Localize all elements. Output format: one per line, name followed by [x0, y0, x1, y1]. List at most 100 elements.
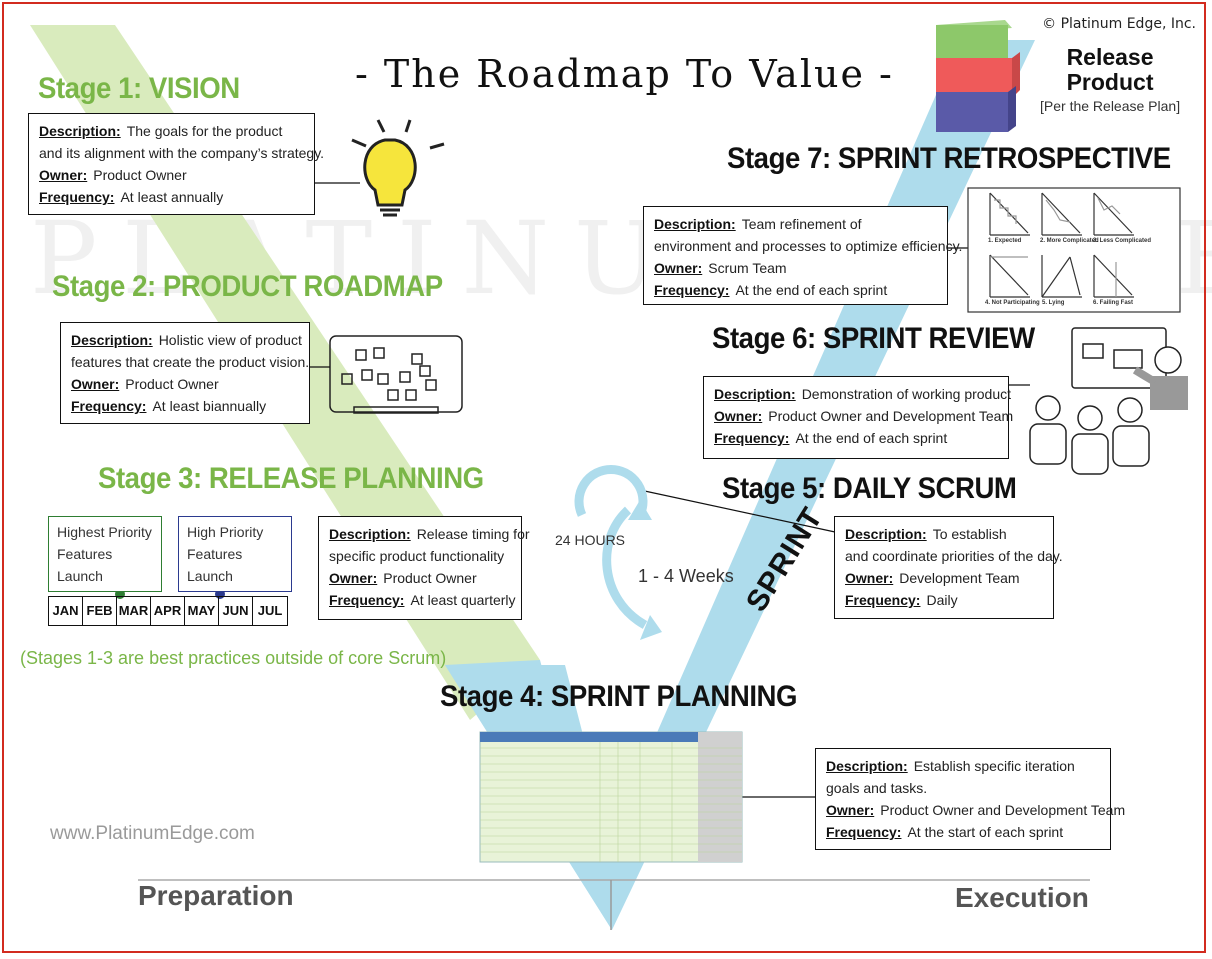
- connector-lines: [310, 182, 1030, 798]
- stage2-desc1: Holistic view of product: [158, 332, 302, 348]
- owner-label: Owner:: [826, 802, 875, 818]
- sprint-review-people-icon: [1029, 327, 1188, 475]
- stage7-box: Description: Team refinement of environme…: [643, 206, 963, 305]
- arrow-head-icon-2: [640, 615, 662, 640]
- stage4-box: Description: Establish specific iteration…: [815, 748, 1125, 850]
- stage4-title: Stage 4: SPRINT PLANNING: [440, 680, 798, 713]
- month-cell: MAY: [185, 597, 219, 625]
- stage7-desc2: environment and processes to optimize ef…: [654, 238, 963, 254]
- roadmap-board-icon: [329, 335, 463, 414]
- stage6-title: Stage 6: SPRINT REVIEW: [712, 322, 1035, 355]
- owner-label: Owner:: [71, 376, 120, 392]
- stage5-desc2: and coordinate priorities of the day.: [845, 548, 1063, 564]
- launch1-line2: Features Launch: [57, 546, 113, 584]
- month-timeline: JAN FEB MAR APR MAY JUN JUL: [48, 596, 288, 626]
- stage3-desc2: specific product functionality: [329, 548, 505, 564]
- launch1-line1: Highest Priority: [57, 524, 152, 540]
- footer-preparation: Preparation: [138, 880, 294, 911]
- retro-chart-label: 1. Expected: [988, 238, 1022, 244]
- stage4-desc2: goals and tasks.: [826, 780, 928, 796]
- month-cell: FEB: [83, 597, 117, 625]
- stage5-owner: Development Team: [899, 570, 1020, 586]
- retro-chart-label: 6. Failing Fast: [1093, 300, 1134, 306]
- month-cell: MAR: [117, 597, 151, 625]
- owner-label: Owner:: [714, 408, 763, 424]
- stage5-box: Description: To establish and coordinate …: [834, 516, 1063, 619]
- stage3-frequency: At least quarterly: [410, 592, 516, 608]
- stage4-desc1: Establish specific iteration: [913, 758, 1075, 774]
- frequency-label: Frequency:: [71, 398, 147, 414]
- stage4-owner: Product Owner and Development Team: [880, 802, 1126, 818]
- stage1-title: Stage 1: VISION: [38, 72, 240, 105]
- desc-label: Description:: [714, 386, 796, 402]
- website-link[interactable]: www.PlatinumEdge.com: [50, 823, 255, 844]
- stage1-frequency: At least annually: [120, 189, 224, 205]
- stage1-desc1: The goals for the product: [126, 123, 283, 139]
- desc-label: Description:: [845, 526, 927, 542]
- stage1-owner: Product Owner: [93, 167, 187, 183]
- stage7-frequency: At the end of each sprint: [735, 282, 888, 298]
- stage3-desc1: Release timing for: [416, 526, 530, 542]
- desc-label: Description:: [71, 332, 153, 348]
- desc-label: Description:: [329, 526, 411, 542]
- stage2-title: Stage 2: PRODUCT ROADMAP: [52, 270, 443, 303]
- retro-chart-label: 4. Not Participating: [985, 300, 1040, 306]
- stage2-frequency: At least biannually: [152, 398, 267, 414]
- stage2-owner: Product Owner: [125, 376, 219, 392]
- weeks-label: 1 - 4 Weeks: [638, 566, 734, 586]
- sprint-cycle-arrows: [574, 464, 648, 629]
- stage6-box: Description: Demonstration of working pro…: [703, 376, 1013, 459]
- stage7-desc1: Team refinement of: [741, 216, 862, 232]
- stage6-desc1: Demonstration of working product: [801, 386, 1012, 402]
- sprint-backlog-spreadsheet: [479, 731, 743, 863]
- stage2-box: Description: Holistic view of product fea…: [60, 322, 310, 424]
- launch2-line1: High Priority: [187, 524, 264, 540]
- stage2-desc2: features that create the product vision.: [71, 354, 310, 370]
- launch-high-priority: High Priority Features Launch: [178, 516, 292, 592]
- owner-label: Owner:: [654, 260, 703, 276]
- month-cell: JUL: [257, 603, 283, 618]
- footer-execution: Execution: [955, 882, 1089, 913]
- stage3-owner: Product Owner: [383, 570, 477, 586]
- release-line2: Product: [1066, 69, 1154, 95]
- owner-label: Owner:: [39, 167, 88, 183]
- stage3-box: Description: Release timing for specific …: [318, 516, 530, 620]
- owner-label: Owner:: [329, 570, 378, 586]
- copyright: © Platinum Edge, Inc.: [1042, 16, 1196, 32]
- stage1-desc2: and its alignment with the company’s str…: [39, 145, 325, 161]
- month-cell: APR: [151, 597, 185, 625]
- scrum-note: (Stages 1-3 are best practices outside o…: [20, 648, 447, 668]
- stage7-title: Stage 7: SPRINT RETROSPECTIVE: [727, 142, 1171, 175]
- stage4-frequency: At the start of each sprint: [907, 824, 1064, 840]
- frequency-label: Frequency:: [826, 824, 902, 840]
- stage5-desc1: To establish: [932, 526, 1007, 542]
- arrow-head-icon: [628, 500, 652, 520]
- frequency-label: Frequency:: [39, 189, 115, 205]
- release-line1: Release: [1066, 44, 1154, 70]
- stage7-owner: Scrum Team: [708, 260, 787, 276]
- stage6-frequency: At the end of each sprint: [795, 430, 948, 446]
- retro-chart-label: 3. Less Complicated: [1093, 238, 1152, 244]
- stage6-owner: Product Owner and Development Team: [768, 408, 1014, 424]
- desc-label: Description:: [39, 123, 121, 139]
- desc-label: Description:: [654, 216, 736, 232]
- launch2-line2: Features Launch: [187, 546, 243, 584]
- frequency-label: Frequency:: [654, 282, 730, 298]
- stage3-title: Stage 3: RELEASE PLANNING: [98, 462, 484, 495]
- launch-highest-priority: Highest Priority Features Launch: [48, 516, 162, 592]
- stage1-box: Description: The goals for the product an…: [28, 113, 325, 215]
- month-cell: JAN: [49, 597, 83, 625]
- frequency-label: Frequency:: [845, 592, 921, 608]
- retro-chart-label: 2. More Complicated: [1040, 238, 1099, 244]
- frequency-label: Frequency:: [714, 430, 790, 446]
- release-product-label: Release Product [Per the Release Plan]: [1040, 44, 1180, 115]
- retrospective-charts: [967, 187, 1181, 313]
- desc-label: Description:: [826, 758, 908, 774]
- stage5-frequency: Daily: [926, 592, 958, 608]
- lightbulb-icon: [351, 119, 445, 217]
- owner-label: Owner:: [845, 570, 894, 586]
- frequency-label: Frequency:: [329, 592, 405, 608]
- stage5-title: Stage 5: DAILY SCRUM: [722, 472, 1017, 505]
